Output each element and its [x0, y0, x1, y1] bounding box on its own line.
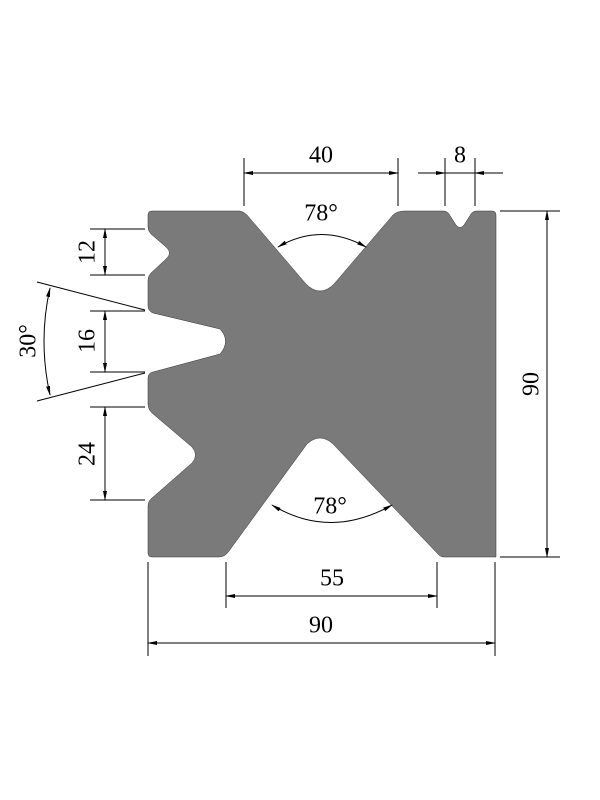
dim-label-bottom-angle: 78° — [313, 494, 347, 520]
dim-label-12: 12 — [75, 240, 101, 264]
dim-groove-angle: 30° — [16, 281, 146, 402]
die-profile — [147, 210, 497, 558]
dim-small-groove: 8 — [418, 143, 503, 206]
dim-bottom-v-width: 55 — [225, 562, 438, 608]
dim-label-height: 90 — [519, 372, 545, 396]
dim-label-24: 24 — [75, 442, 101, 466]
dim-label-16: 16 — [75, 329, 101, 353]
dim-groove-24: 24 — [75, 406, 145, 501]
dim-top-angle: 78° — [277, 201, 367, 248]
dim-label-30: 30° — [16, 324, 42, 358]
dim-label-width: 90 — [309, 613, 333, 639]
dim-label-40: 40 — [309, 143, 333, 169]
dim-top-v-width: 40 — [243, 143, 399, 206]
dim-label-55: 55 — [320, 566, 344, 592]
dim-total-height: 90 — [500, 210, 560, 558]
dim-groove-16: 16 — [75, 310, 145, 373]
dim-bottom-angle: 78° — [271, 494, 393, 523]
dim-total-width: 90 — [147, 562, 496, 656]
dim-label-8: 8 — [454, 143, 466, 169]
dim-groove-12: 12 — [75, 228, 145, 276]
dim-label-top-angle: 78° — [304, 201, 338, 227]
